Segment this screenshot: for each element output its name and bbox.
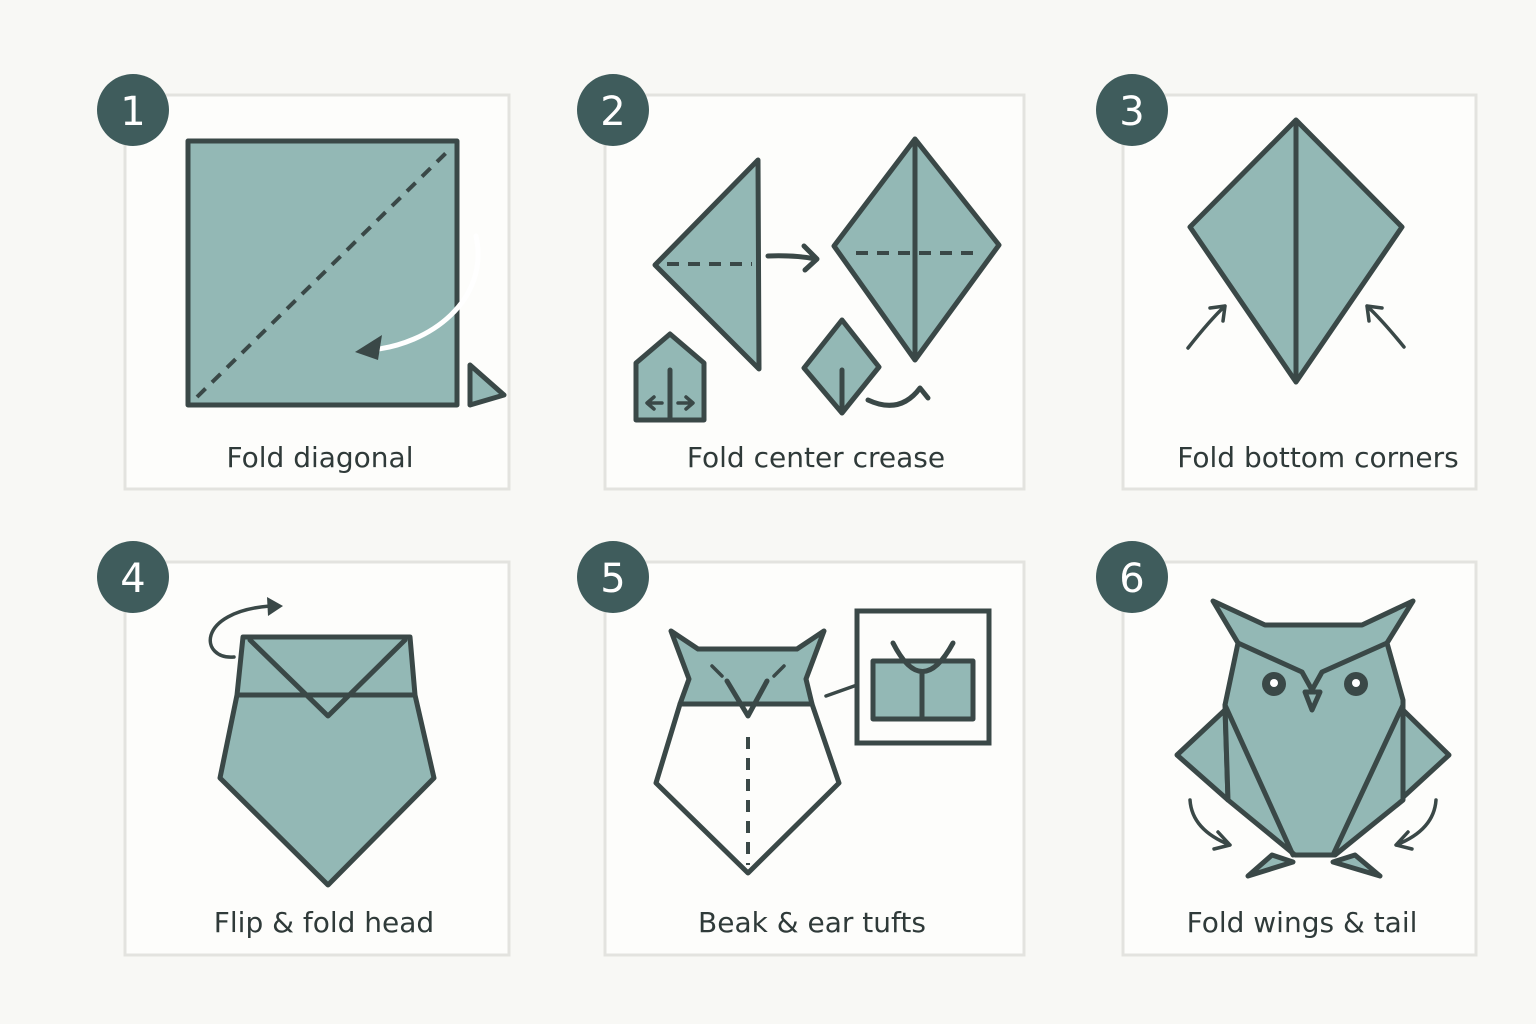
beak-fold bbox=[724, 678, 770, 719]
triangle-paper bbox=[652, 157, 762, 372]
detail-beak-curve bbox=[890, 640, 956, 674]
brow-folds bbox=[710, 664, 786, 678]
step-1-panel: 1 Fold diagonal bbox=[97, 74, 511, 491]
step-number-badge bbox=[577, 74, 649, 146]
step-number: 3 bbox=[1119, 89, 1144, 135]
step-4-panel: 4 Flip & fold head bbox=[97, 541, 511, 957]
fold-arrow-icon bbox=[367, 233, 481, 353]
detail-connector bbox=[824, 683, 859, 698]
corner-triangle bbox=[467, 362, 507, 408]
eye-highlight bbox=[1352, 679, 1360, 687]
step-number-badge bbox=[97, 74, 169, 146]
flip-arrow-icon bbox=[208, 604, 272, 659]
owl-head-paper bbox=[668, 628, 827, 707]
step-6-panel: 6 Fold wings & tail bbox=[1096, 541, 1478, 957]
step-label: Fold diagonal bbox=[227, 441, 414, 474]
step-number: 5 bbox=[600, 556, 625, 602]
arrow-left-icon bbox=[645, 395, 664, 411]
step-number: 6 bbox=[1119, 556, 1144, 602]
step-5-panel: 5 Beak & ear tufts bbox=[577, 541, 1026, 957]
step-number-badge bbox=[97, 541, 169, 613]
step-label: Flip & fold head bbox=[214, 906, 434, 939]
eye-highlight bbox=[1270, 679, 1278, 687]
step-label: Fold center crease bbox=[687, 441, 945, 474]
arrowhead-icon bbox=[355, 335, 382, 360]
diagonal-crease bbox=[195, 150, 449, 399]
fold-up-arrow-icon bbox=[1365, 304, 1406, 349]
small-diamond-paper bbox=[801, 317, 882, 416]
head-fold bbox=[247, 637, 408, 719]
left-foot bbox=[1245, 852, 1296, 879]
step-number-badge bbox=[1096, 541, 1168, 613]
rotate-arrow-icon bbox=[865, 385, 931, 408]
fold-up-arrow-icon bbox=[1186, 304, 1227, 350]
step-number: 2 bbox=[600, 89, 625, 135]
step-number: 1 bbox=[120, 89, 145, 135]
step-label: Beak & ear tufts bbox=[698, 906, 926, 939]
fold-in-arrow-icon bbox=[1394, 798, 1438, 851]
step-3-panel: 3 Fold bottom corners bbox=[1096, 74, 1478, 491]
right-foot bbox=[1330, 852, 1383, 879]
arrow-right-icon bbox=[765, 243, 820, 273]
arrow-right-icon bbox=[676, 395, 695, 411]
step-2-panel: 2 Fold center crease bbox=[577, 74, 1026, 491]
step-label: Fold bottom corners bbox=[1177, 441, 1458, 474]
arrowhead-icon bbox=[267, 597, 283, 616]
wing-folds bbox=[1222, 702, 1406, 858]
owl-base-paper bbox=[217, 634, 437, 888]
beak bbox=[1302, 689, 1323, 713]
step-number-badge bbox=[577, 541, 649, 613]
fold-in-arrow-icon bbox=[1188, 798, 1232, 851]
step-number: 4 bbox=[120, 556, 145, 602]
step-number-badge bbox=[1096, 74, 1168, 146]
step-label: Fold wings & tail bbox=[1187, 906, 1418, 939]
